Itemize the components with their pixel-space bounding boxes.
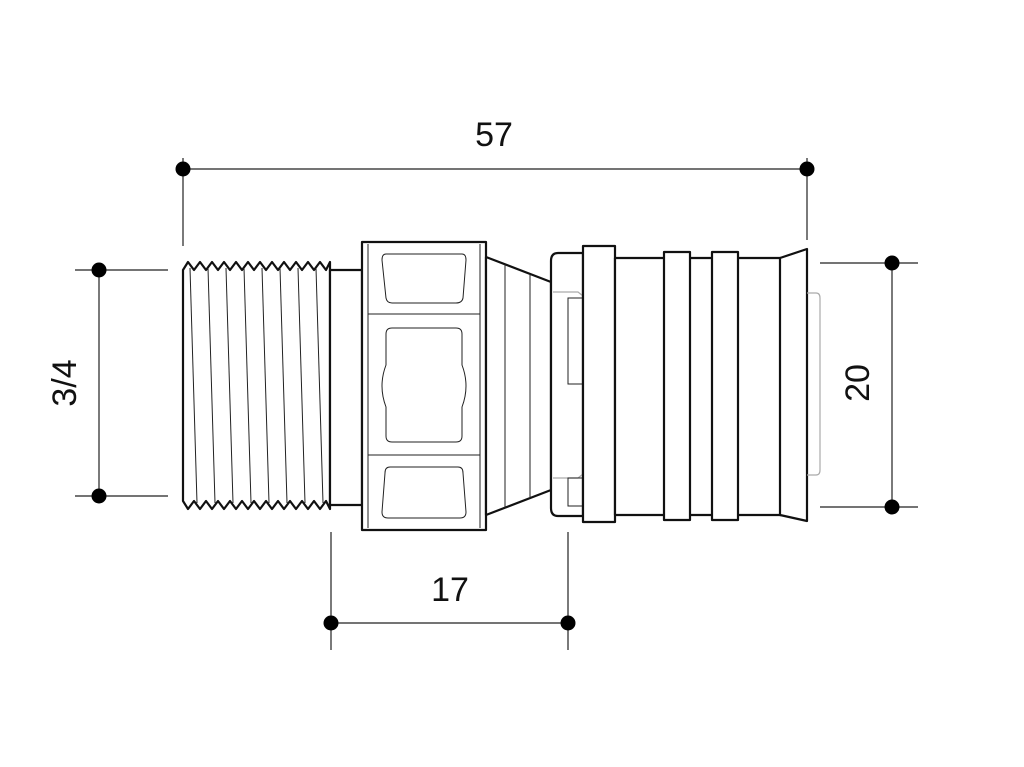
pipe-diameter-label: 20 — [839, 364, 877, 402]
dimension-nut-length: 17 — [323, 532, 576, 650]
hex-nut — [360, 240, 488, 532]
dimension-endpoint — [91, 262, 107, 278]
dimension-thread-size: 3/4 — [46, 262, 168, 504]
dimension-endpoint — [560, 615, 576, 631]
press-sleeve — [549, 244, 821, 524]
dimension-endpoint — [884, 255, 900, 271]
dimension-endpoint — [799, 161, 815, 177]
dimension-overall-length: 57 — [175, 116, 815, 246]
overall-length-label: 57 — [475, 116, 513, 154]
thread-size-label: 3/4 — [46, 359, 84, 406]
cone-body — [484, 255, 553, 517]
dimension-pipe-diameter: 20 — [820, 255, 918, 515]
nut-length-label: 17 — [431, 571, 469, 609]
dimension-endpoint — [175, 161, 191, 177]
threaded-end — [181, 260, 364, 511]
dimension-endpoint — [91, 488, 107, 504]
dimension-endpoint — [323, 615, 339, 631]
dimension-endpoint — [884, 499, 900, 515]
